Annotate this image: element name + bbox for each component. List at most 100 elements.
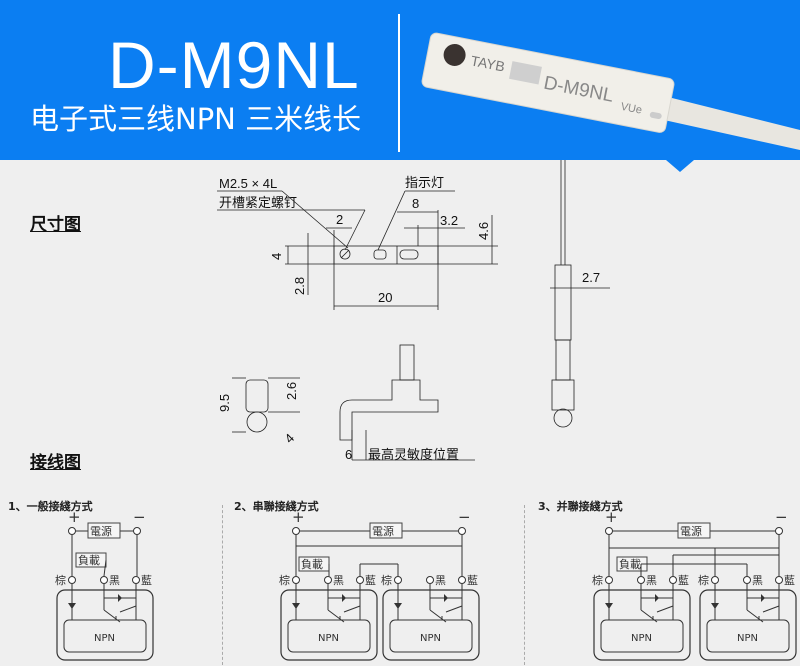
plus-label: + — [68, 508, 81, 526]
npn-box — [287, 619, 371, 653]
wire — [119, 605, 137, 613]
blue-wire-label: 藍 — [467, 574, 478, 587]
terminal-icon — [711, 576, 719, 584]
section-dimensions-title: 尺寸图 — [30, 215, 81, 235]
terminal-icon — [775, 576, 783, 584]
black-wire-label: 黑 — [646, 574, 657, 587]
dim-9-5: 9.5 — [217, 394, 232, 412]
minus-label: − — [133, 508, 146, 526]
wire — [103, 559, 107, 577]
blue-wire-label: 藍 — [141, 574, 152, 587]
product-subtitle: 电子式三线NPN 三米线长 — [30, 102, 362, 136]
npn-label: NPN — [737, 633, 758, 644]
terminal-icon — [132, 576, 140, 584]
terminal-icon — [426, 576, 434, 584]
divider — [222, 505, 223, 665]
divider — [524, 505, 525, 665]
terminal-icon — [324, 576, 332, 584]
plus-label: + — [292, 508, 305, 526]
terminal-icon — [605, 576, 613, 584]
terminal-icon — [669, 576, 677, 584]
terminal-icon — [292, 527, 300, 535]
wire — [746, 609, 764, 623]
npn-label: NPN — [318, 633, 339, 644]
brown-wire-label: 棕 — [592, 573, 603, 587]
load-label: 負載 — [78, 554, 100, 567]
sensor-body — [382, 589, 480, 661]
terminal-icon — [68, 576, 76, 584]
diode-icon — [605, 603, 613, 609]
sensor-body — [699, 589, 797, 661]
terminal-icon — [458, 576, 466, 584]
npn-box — [63, 619, 147, 653]
black-wire-label: 黑 — [435, 574, 446, 587]
npn-label: NPN — [94, 633, 115, 644]
brown-wire-label: 棕 — [55, 573, 66, 587]
zener-icon — [118, 594, 122, 602]
terminal-icon — [605, 527, 613, 535]
minus-label: − — [458, 508, 471, 526]
dim-20: 20 — [378, 290, 392, 305]
section-wiring-title: 接线图 — [30, 453, 81, 473]
wire — [343, 605, 361, 613]
npn-box — [600, 619, 684, 653]
top-view-drawing — [217, 190, 498, 310]
npn-label: NPN — [420, 633, 441, 644]
brown-wire-label: 棕 — [381, 573, 392, 587]
wire — [762, 605, 780, 613]
terminal-icon — [775, 527, 783, 535]
power-box — [677, 522, 711, 539]
wire — [640, 609, 658, 623]
power-label: 電源 — [372, 524, 394, 538]
power-box — [369, 522, 403, 539]
sensor-body — [593, 589, 691, 661]
terminal-icon — [356, 576, 364, 584]
sensitivity-label: 最高灵敏度位置 — [368, 447, 459, 462]
wire — [445, 605, 463, 613]
header-divider — [398, 14, 400, 152]
brown-wire-label: 棕 — [698, 573, 709, 587]
sensor-body — [280, 589, 378, 661]
npn-box — [706, 619, 790, 653]
product-photo: TAYB D-M9NL VUe — [421, 32, 800, 150]
screw-spec-label: M2.5 × 4L — [219, 176, 277, 191]
black-wire-label: 黑 — [333, 574, 344, 587]
black-wire-label: 黑 — [752, 574, 763, 587]
terminal-icon — [68, 527, 76, 535]
load-label: 負載 — [301, 558, 323, 571]
screw-name-label: 开槽紧定螺钉 — [219, 195, 297, 210]
terminal-icon — [637, 576, 645, 584]
zener-icon — [342, 594, 346, 602]
minus-label: − — [775, 508, 788, 526]
indicator-window — [509, 61, 542, 85]
dim-4-6: 4.6 — [476, 222, 491, 240]
wiring-title-3: 3、并聯接綫方式 — [538, 500, 623, 513]
dim-2-7: 2.7 — [582, 270, 600, 285]
blue-wire-label: 藍 — [784, 574, 795, 587]
product-title: D-M9NL — [108, 28, 360, 102]
dim-2-8: 2.8 — [292, 277, 307, 295]
diode-icon — [394, 603, 402, 609]
wiring-title-1: 1、一般接綫方式 — [8, 500, 93, 513]
dim-2-6: 2.6 — [284, 382, 299, 400]
power-label: 電源 — [90, 524, 112, 538]
header-notch — [666, 160, 694, 172]
npn-box — [389, 619, 473, 653]
wire — [656, 605, 674, 613]
blue-wire-label: 藍 — [365, 574, 376, 587]
dim-8: 8 — [412, 196, 419, 211]
terminal-icon — [292, 576, 300, 584]
power-box — [87, 522, 121, 539]
wire — [103, 609, 121, 623]
wire — [429, 609, 447, 623]
screw-icon — [443, 43, 466, 66]
terminal-icon — [133, 527, 141, 535]
npn-label: NPN — [631, 633, 652, 644]
dim-4: 4 — [269, 253, 284, 260]
dim-3-2: 3.2 — [440, 213, 458, 228]
zener-icon — [655, 594, 659, 602]
diode-icon — [711, 603, 719, 609]
terminal-icon — [743, 576, 751, 584]
